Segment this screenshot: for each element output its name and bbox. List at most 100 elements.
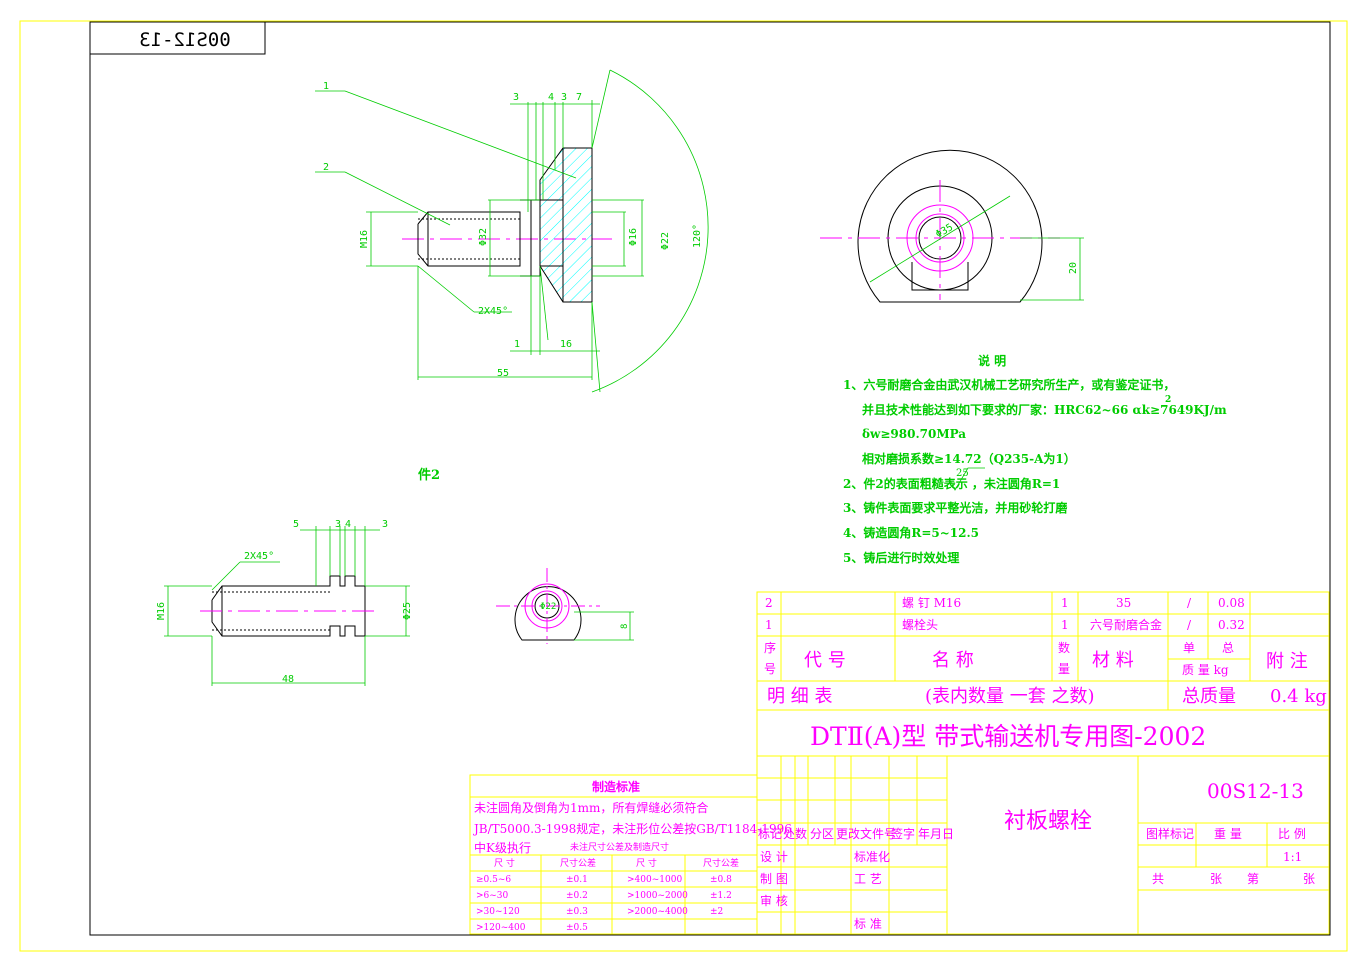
dim-small-dia: Φ22: [540, 602, 556, 612]
part-name: 衬板螺栓: [1004, 809, 1092, 834]
mfg-text: 制造标准 未注圆角及倒角为1mm，所有焊缝必须符合 JB/T5000.3-199…: [472, 779, 792, 933]
note-line-4: 相对磨损系数≥14.72（Q235-A为1）: [862, 451, 1076, 466]
mfg-r1-c4: ±0.8: [710, 875, 732, 885]
end-view-large: [820, 149, 1060, 303]
dim-angle: 120°: [692, 224, 703, 248]
dim-bottom-16: 16: [560, 339, 572, 350]
mfg-line2: JB/T5000.3-1998规定，未注形位公差按GB/T1184-1996: [472, 821, 792, 836]
inner-frame: [89, 21, 1331, 936]
mfg-r2-c3: >1000~2000: [627, 891, 688, 901]
dim-p2-5: 5: [293, 519, 299, 530]
mfg-r1-c1: ≥0.5~6: [476, 875, 511, 885]
note-roughness: 25: [956, 468, 969, 479]
bom-row2-material: 六号耐磨合金: [1090, 617, 1162, 632]
title-block-text: 00S12-13 衬板螺栓 标记 处数 分区 更改文件号 签字 年月日 设 计 …: [758, 779, 1315, 931]
dim-top-4: 4: [548, 92, 554, 103]
bom-row1-qty: 1: [1061, 596, 1069, 610]
bom-h-remark: 附 注: [1266, 651, 1308, 672]
dim-end-height: 20: [1068, 262, 1079, 274]
sheet-total-unit: 张: [1210, 872, 1222, 886]
role-process: 工 艺: [854, 872, 882, 886]
bom-summary-note: (表内数量 一套 之数): [925, 686, 1095, 707]
bom-total-label: 总质量: [1182, 686, 1236, 707]
mfg-h2: 尺寸公差: [560, 857, 596, 869]
mfg-r4-c2: ±0.5: [566, 923, 588, 933]
rev-h-count: 处数: [783, 826, 807, 841]
dim-length-55: 55: [497, 368, 509, 379]
bom-h-total: 总: [1222, 641, 1234, 655]
mfg-r2-c4: ±1.2: [710, 891, 732, 901]
dim-top-7: 7: [576, 92, 582, 103]
mfg-r3-c1: >30~120: [476, 907, 520, 917]
dims-end-small: [574, 611, 634, 641]
rev-h-doc: 更改文件号: [836, 826, 896, 841]
bom-row2-no: 1: [765, 618, 773, 632]
mfg-h1: 尺 寸: [494, 857, 515, 869]
bom-row1-material: 35: [1116, 596, 1131, 610]
mfg-sub-title: 未注尺寸公差及制造尺寸: [570, 841, 669, 853]
scale-value: 1:1: [1283, 850, 1302, 864]
stamp-box: [89, 21, 266, 55]
bom-table: [756, 591, 1330, 935]
bom-h-unit: 单: [1183, 641, 1195, 655]
role-review: 审 核: [760, 893, 788, 908]
roughness-symbol: [949, 467, 985, 491]
outer-frame: [19, 20, 1348, 952]
weight-label: 重 量: [1214, 827, 1242, 841]
dims-part2-text: 5 3 4 3 2X45° M16 Φ25 48: [156, 519, 413, 685]
dim-p2-m16: M16: [156, 602, 167, 620]
part2-label: 件2: [418, 467, 440, 483]
mfg-r1-c3: >400~1000: [627, 875, 682, 885]
bom-h-name: 名 称: [932, 650, 974, 671]
bom-row1-name: 螺 钉 M16: [902, 596, 961, 610]
dim-m16: M16: [359, 230, 370, 248]
rev-h-sign: 签字: [891, 826, 915, 841]
dim-d16: Φ16: [628, 228, 639, 246]
bom-row2-total: 0.32: [1218, 618, 1245, 632]
dim-small-height: 8: [620, 624, 630, 629]
note-line-8: 5、铸后进行时效处理: [843, 550, 959, 565]
dims-assembly-text: 1 2 3 4 3 7 M16 Φ32 Φ16 Φ22 120° 2X45° 1…: [323, 81, 703, 379]
bom-h-material: 材 料: [1092, 650, 1134, 671]
dim-d32: Φ32: [478, 228, 489, 246]
dim-top-3: 3: [513, 92, 519, 103]
bom-row1-unit: /: [1187, 596, 1192, 610]
dim-p2-4: 4: [345, 519, 351, 530]
mfg-h4: 尺寸公差: [703, 857, 739, 869]
mfg-line1: 未注圆角及倒角为1mm，所有焊缝必须符合: [474, 800, 708, 815]
bom-row1-total: 0.08: [1218, 596, 1245, 610]
mfg-r3-c4: ±2: [710, 907, 723, 917]
dim-p2-48: 48: [282, 674, 294, 685]
dim-p2-3b: 3: [382, 519, 388, 530]
bom-h-no-2: 号: [764, 662, 776, 676]
bom-row2-name: 螺栓头: [902, 617, 938, 632]
stage-label: 图样标记: [1146, 826, 1194, 841]
dim-p2-chamfer: 2X45°: [244, 551, 274, 562]
mfg-title: 制造标准: [592, 779, 640, 794]
note-line-3: δw≥980.70MPa: [862, 427, 966, 441]
end-view-small: [496, 568, 600, 644]
callout-2: 2: [323, 162, 329, 173]
dim-chamfer: 2X45°: [478, 306, 508, 317]
mfg-line3: 中K级执行: [474, 840, 531, 855]
note-superscript: 2: [1165, 395, 1171, 405]
bom-summary-label: 明 细 表: [767, 686, 832, 707]
bom-h-no-1: 序: [764, 640, 776, 655]
bom-row2-qty: 1: [1061, 618, 1069, 632]
mfg-table: [469, 774, 758, 935]
dim-d22: Φ22: [660, 232, 671, 250]
series-title: DTⅡ(A)型 带式输送机专用图-2002: [810, 722, 1206, 751]
note-line-1: 1、六号耐磨合金由武汉机械工艺研究所生产，或有鉴定证书，: [843, 377, 1175, 392]
part2-view: [200, 575, 380, 637]
mfg-r1-c2: ±0.1: [566, 875, 588, 885]
dim-p2-3: 3: [335, 519, 341, 530]
dims-end-view: [869, 195, 1084, 301]
mfg-r3-c2: ±0.3: [566, 907, 588, 917]
note-line-2: 并且技术性能达到如下要求的厂家：HRC62~66 αk≥7649KJ/m: [862, 402, 1227, 417]
rev-h-zone: 分区: [810, 827, 834, 841]
sheet-no: 第: [1247, 872, 1259, 886]
bom-h-qty-2: 量: [1058, 662, 1070, 676]
bom-text: 2 螺 钉 M16 1 35 / 0.08 1 螺栓头 1 六号耐磨合金 / 0…: [764, 596, 1327, 751]
stamp-text: 00S12-13: [139, 29, 231, 51]
